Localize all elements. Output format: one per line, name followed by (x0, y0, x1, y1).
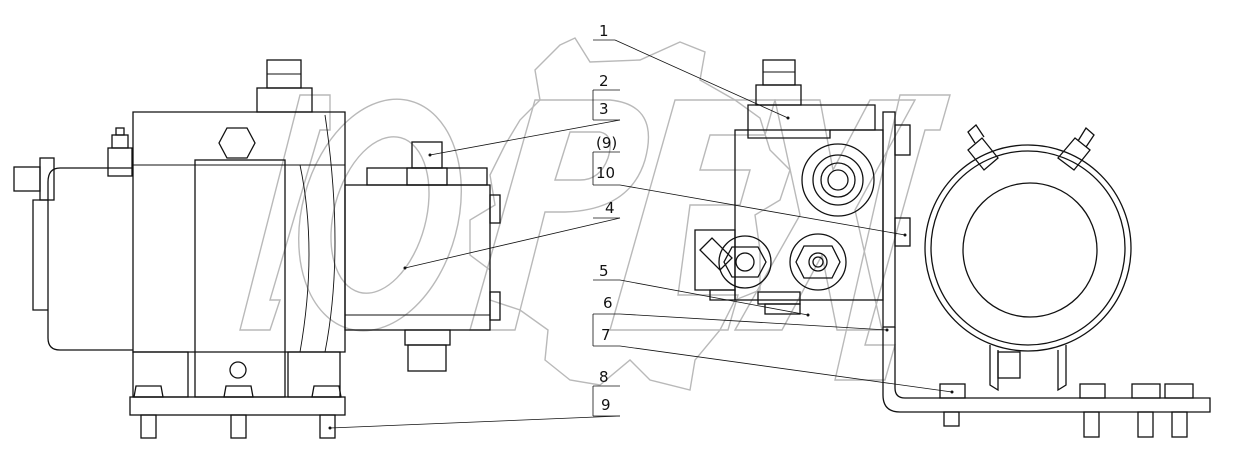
callout-10: 10 (596, 164, 615, 182)
center-view-assembly (694, 59, 911, 328)
left-view-assembly (13, 59, 501, 439)
callout-1: 1 (599, 22, 609, 40)
callout-2: 2 (599, 72, 609, 90)
callout-4: 4 (605, 199, 615, 217)
callout-labels: 1 2 3 (9) 10 4 5 6 7 8 9 (596, 22, 617, 414)
leader-lines (328, 39, 954, 430)
callout-5: 5 (599, 262, 609, 280)
callout-6: 6 (603, 294, 613, 312)
callout-8: 8 (599, 368, 609, 386)
watermark-logo (239, 37, 951, 391)
callout-9-paren: (9) (596, 134, 617, 152)
callout-9: 9 (601, 396, 611, 414)
right-view-assembly (882, 124, 1211, 438)
callout-3: 3 (599, 100, 609, 118)
callout-7: 7 (601, 326, 611, 344)
